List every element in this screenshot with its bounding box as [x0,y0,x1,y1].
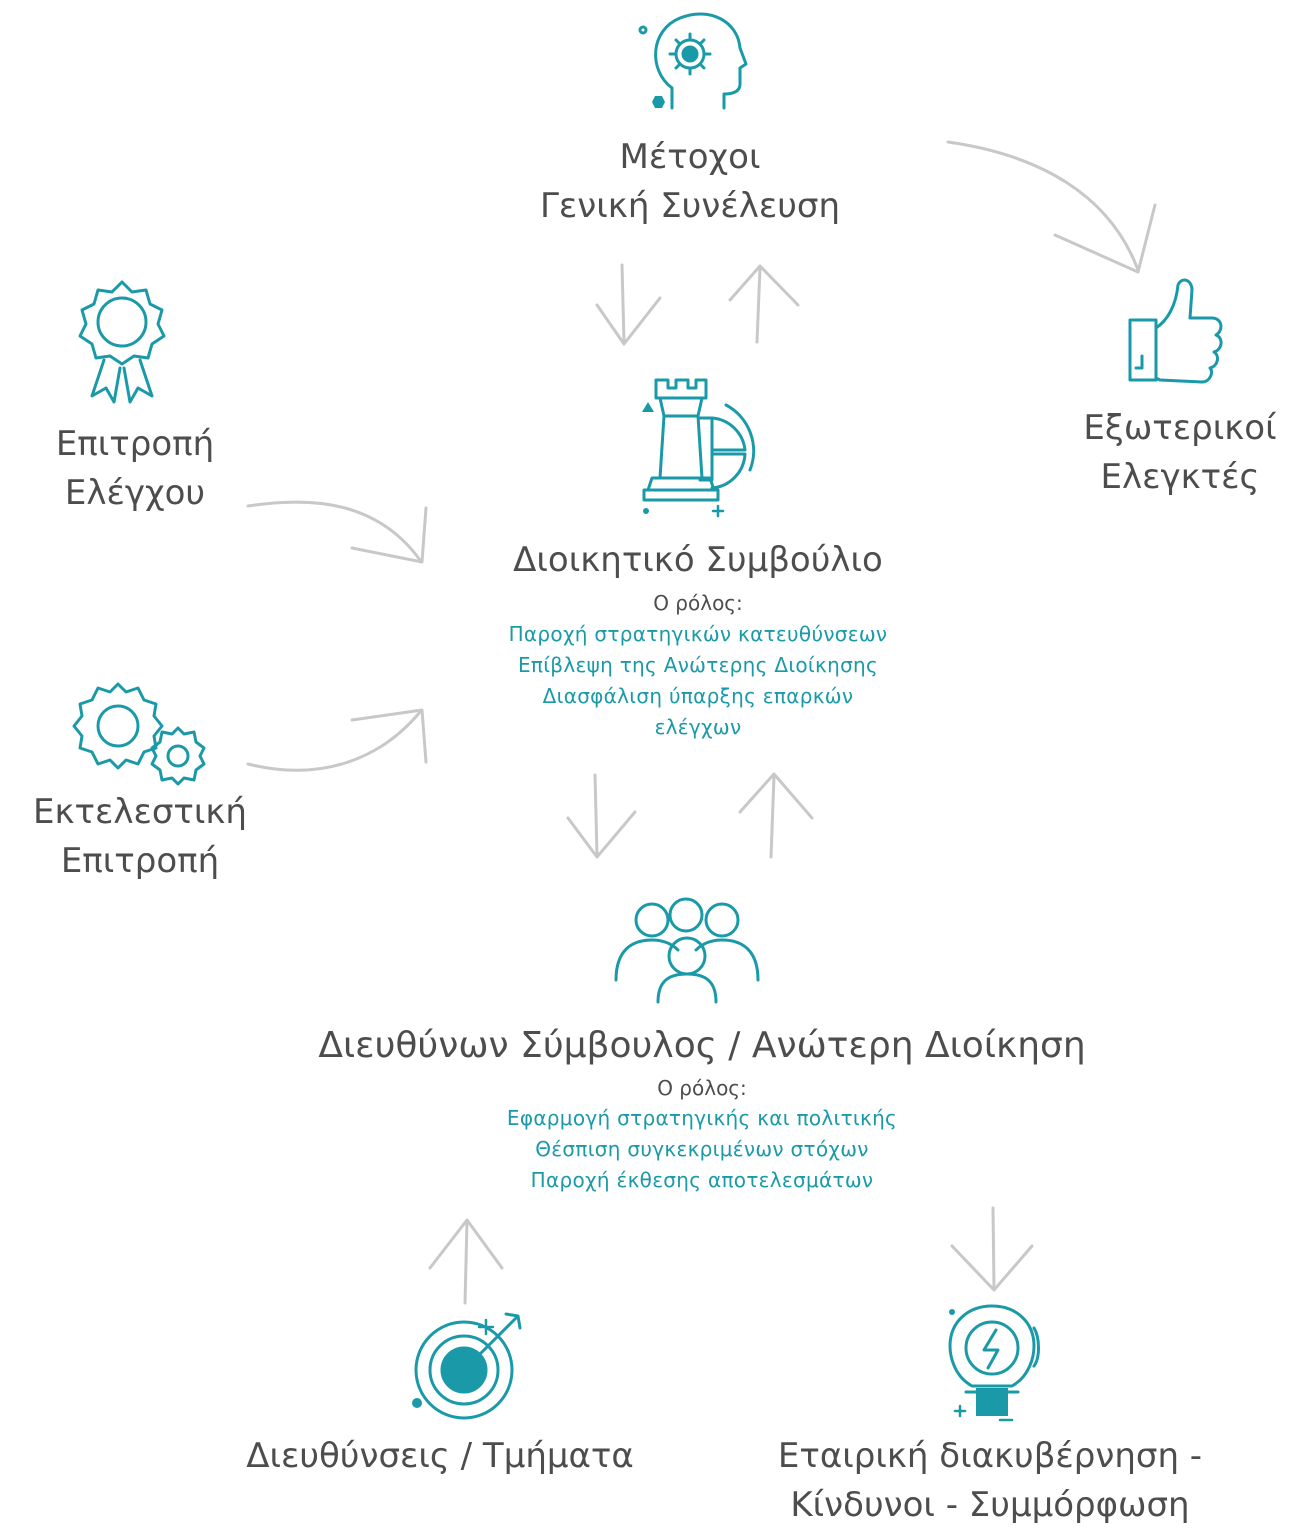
shareholders-node: Μέτοχοι Γενική Συνέλευση [490,133,890,232]
external-auditors-line1: Εξωτερικοί [1083,408,1277,448]
audit-committee-line1: Επιτροπή [55,424,215,464]
governance-node: Εταιρική διακυβέρνηση - Κίνδυνοι - Συμμό… [740,1432,1240,1531]
executive-committee-line1: Εκτελεστική [33,792,247,832]
general-assembly-title: Γενική Συνέλευση [539,186,840,227]
arrow-board-to-shareholders [728,264,800,344]
arrow-audit-to-board [246,500,428,564]
target-icon [412,1312,522,1420]
lightbulb-icon [948,1304,1040,1422]
governance-line2: Κίνδυνοι - Συμμόρφωση [790,1485,1190,1526]
team-icon [614,897,760,1004]
arrow-ceo-to-board [738,772,814,859]
executive-committee-node: Εκτελεστική Επιτροπή [20,788,260,887]
thumbs-up-icon [1128,278,1223,384]
arrow-board-to-ceo [566,773,637,859]
ceo-role-list: Εφαρμογή στρατηγικής και πολιτικής Θέσπι… [402,1103,1002,1196]
board-role-list: Παροχή στρατηγικών κατευθύνσεων Επίβλεψη… [398,619,998,743]
departments-title: Διευθύνσεις / Τμήματα [246,1436,634,1476]
governance-line1: Εταιρική διακυβέρνηση - [777,1436,1203,1476]
board-role-item: Επίβλεψη της Ανώτερης Διοίκησης [517,653,879,677]
board-role-item: ελέγχων [654,715,742,739]
audit-committee-node: Επιτροπή Ελέγχου [30,420,240,519]
shareholders-title: Μέτοχοι [619,137,761,177]
board-role-label: Ο ρόλος: [653,591,743,615]
arrow-shareholders-to-auditors [946,140,1157,274]
ceo-role-item: Θέσπιση συγκεκριμένων στόχων [535,1137,869,1161]
gears-icon [72,682,206,786]
ceo-role-item: Παροχή έκθεσης αποτελεσμάτων [530,1168,874,1192]
arrow-shareholders-to-board [595,263,662,346]
executive-committee-line2: Επιτροπή [60,841,220,882]
award-ribbon-icon [78,280,166,404]
arrow-ceo-to-governance [950,1206,1034,1292]
head-gear-icon [638,12,748,110]
ceo-role-label: Ο ρόλος: [657,1076,747,1100]
external-auditors-node: Εξωτερικοί Ελεγκτές [1060,404,1300,503]
ceo-role-item: Εφαρμογή στρατηγικής και πολιτικής [506,1106,898,1130]
external-auditors-line2: Ελεγκτές [1100,457,1260,498]
board-role-item: Παροχή στρατηγικών κατευθύνσεων [508,622,888,646]
board-title: Διοικητικό Συμβούλιο [513,540,883,580]
arrow-executive-to-board [246,708,428,772]
audit-committee-line2: Ελέγχου [64,473,206,514]
ceo-title: Διευθύνων Σύμβουλος / Ανώτερη Διοίκηση [318,1025,1086,1066]
board-role-item: Διασφάλιση ύπαρξης επαρκών [542,684,854,708]
arrow-departments-to-ceo [428,1218,504,1305]
chess-rook-chart-icon [642,378,756,518]
